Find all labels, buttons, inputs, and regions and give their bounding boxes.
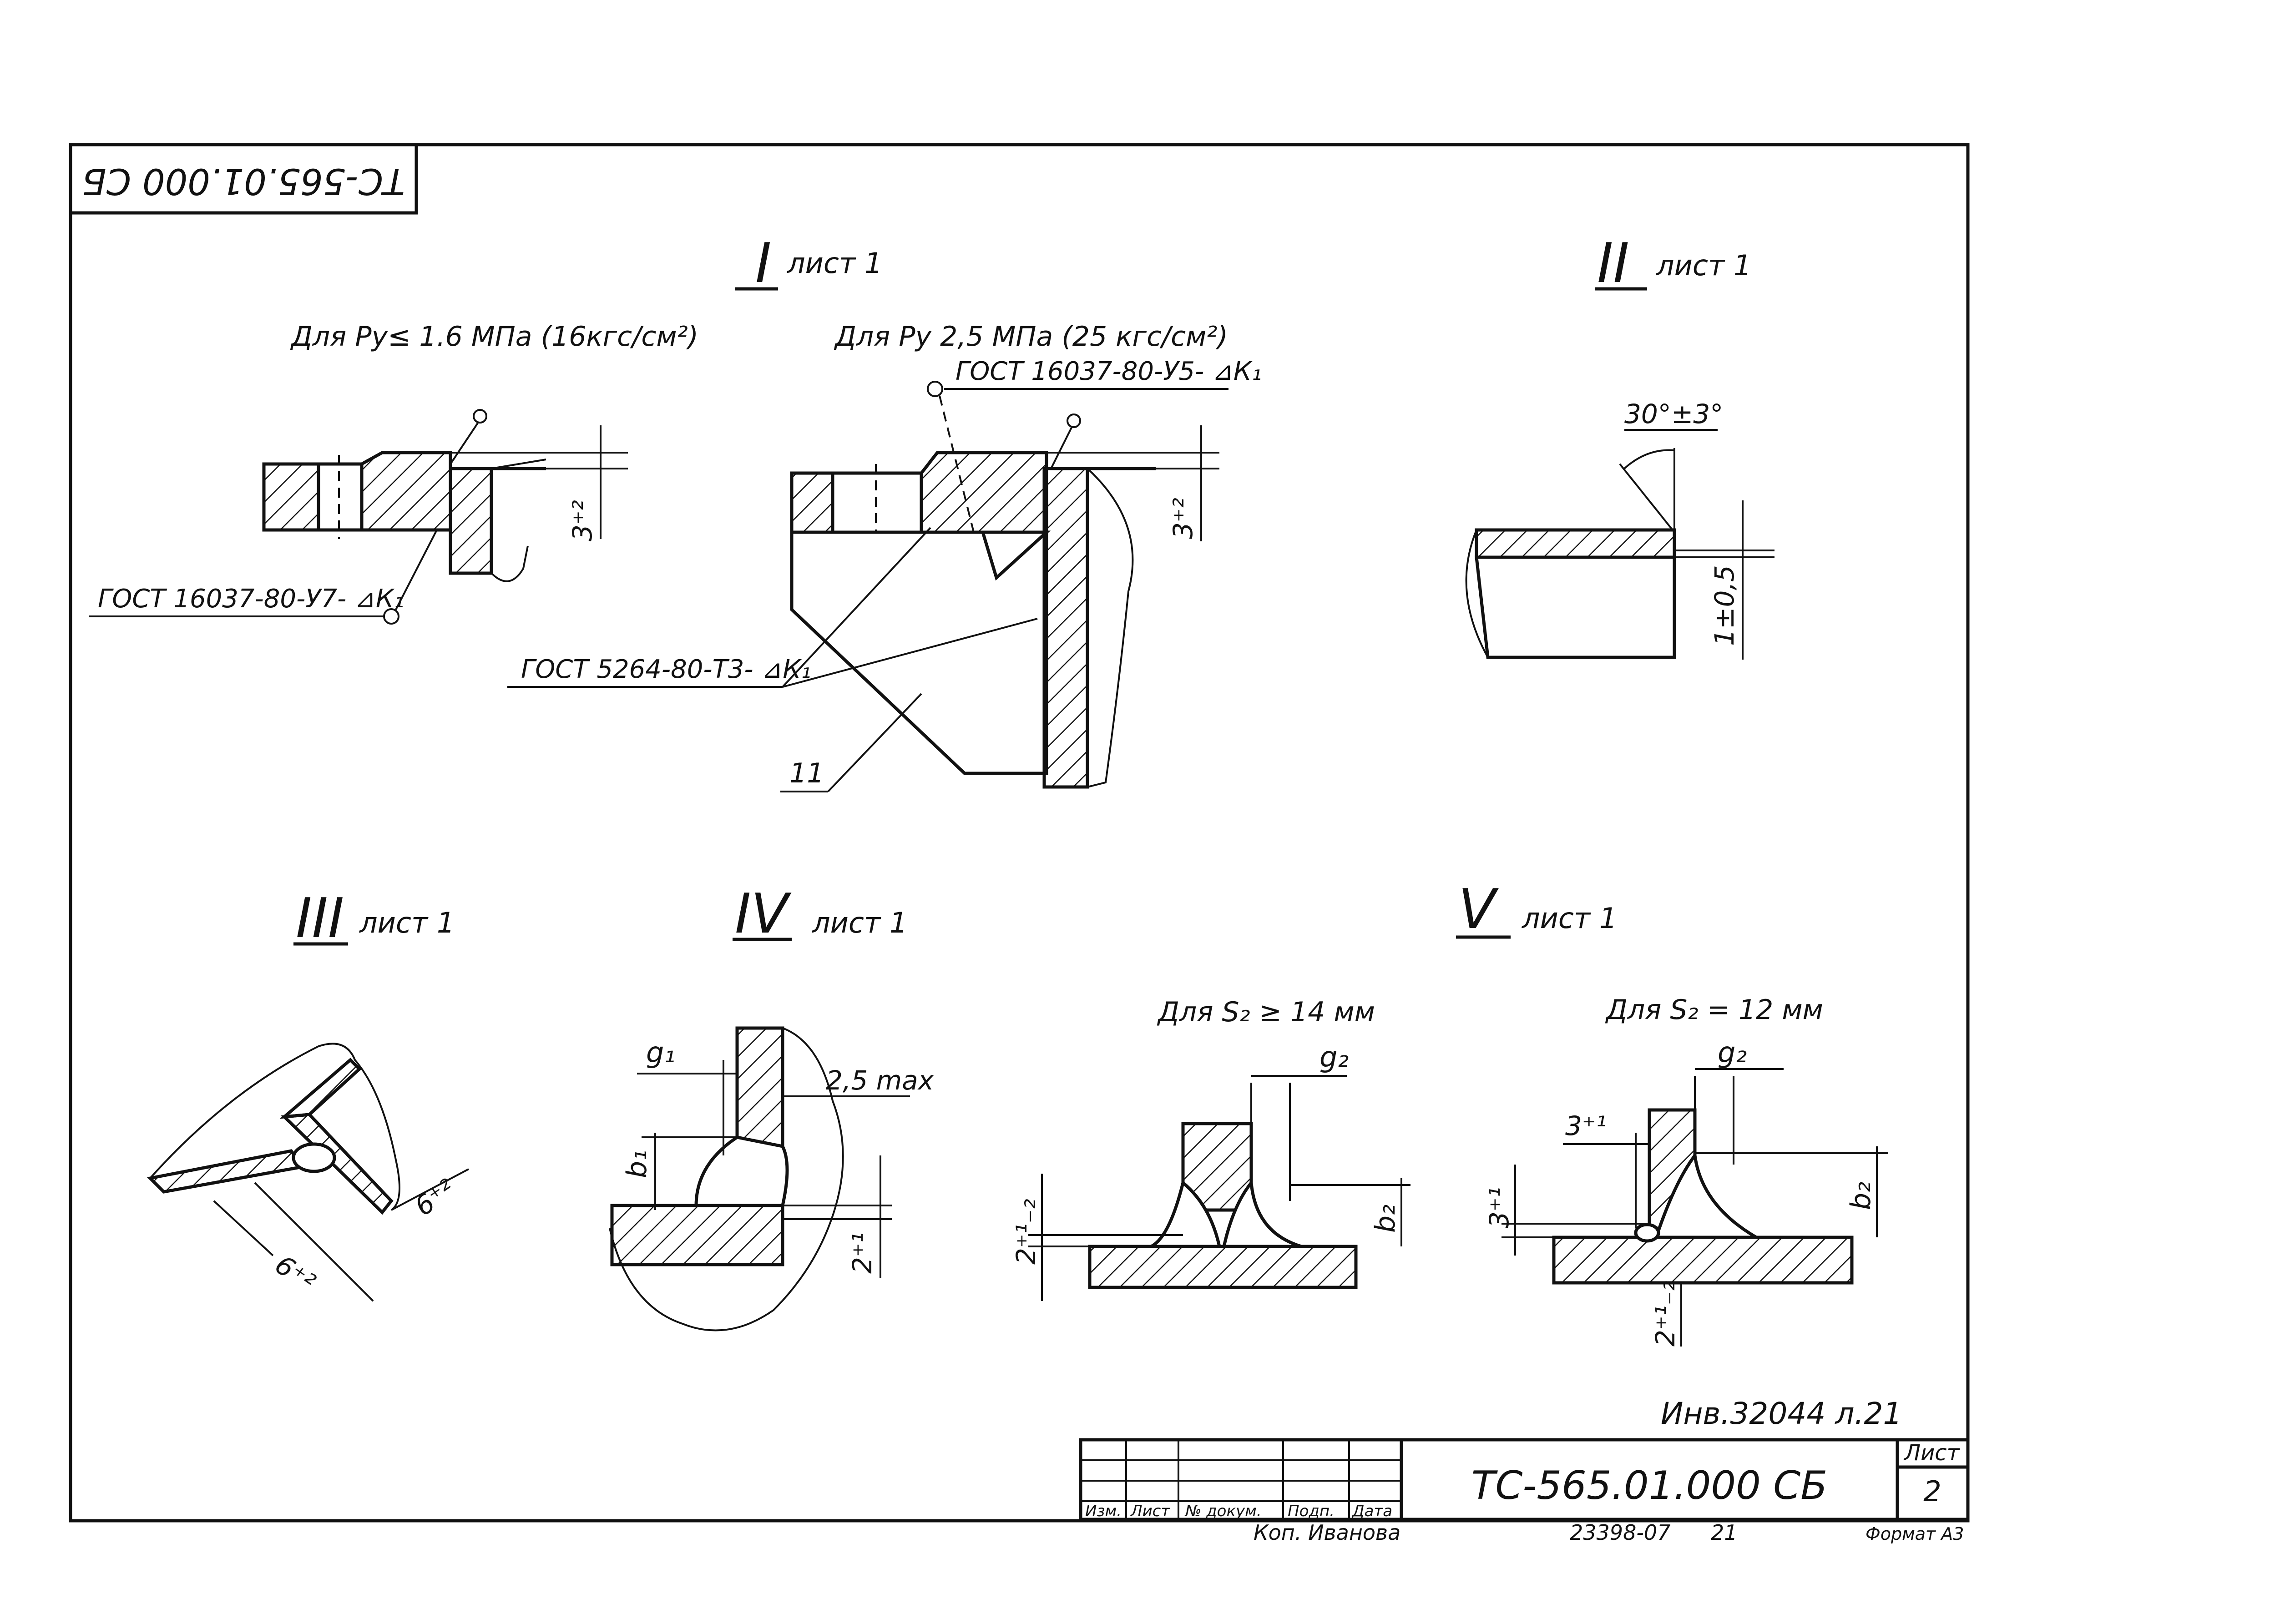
view-5-right-d31: 3⁺¹ <box>1565 1110 1607 1141</box>
view-1-sheet-ref: лист 1 <box>787 247 882 280</box>
view-3-detail: 6⁺² 6⁺² <box>147 1043 469 1302</box>
view-5-sheet-ref: лист 1 <box>1522 902 1617 935</box>
view-1-left-detail: 3⁺² ГОСТ 16037-80-У7- ⊿К₁ <box>89 409 628 625</box>
view-4-g1: g₁ <box>646 1036 675 1069</box>
view-5-left-g2: g₂ <box>1320 1040 1349 1074</box>
view-4-heading: IV лист 1 <box>733 883 907 946</box>
view-5-right-caption: Для S₂ = 12 мм <box>1605 994 1823 1026</box>
archive-note: Инв.32044 л.21 <box>1661 1396 1902 1431</box>
sheet-format: Формат А3 <box>1866 1524 1964 1544</box>
view-2-dim: 1±0,5 <box>1709 565 1740 646</box>
view-1-numeral: I <box>755 232 771 295</box>
header-doc: № докум. <box>1184 1502 1262 1520</box>
top-stamp-text: TC-565.01.000 СБ <box>82 161 405 202</box>
view-1-left-weld: ГОСТ 16037-80-У7- ⊿К₁ <box>98 584 404 614</box>
view-2-angle: 30°±3° <box>1624 398 1723 429</box>
view-1-left-dim: 3⁺² <box>567 500 598 541</box>
view-5-right-d31v: 3⁺¹ <box>1484 1187 1515 1228</box>
view-5-numeral: V <box>1458 878 1499 941</box>
header-date: Дата <box>1351 1502 1392 1520</box>
view-1-right-part-no: 11 <box>789 757 824 789</box>
view-4-numeral: IV <box>735 883 792 946</box>
header-sign: Подп. <box>1288 1502 1335 1520</box>
view-5-right-dim: 2⁺¹₋₂ <box>1650 1281 1681 1347</box>
view-5-left-b2: b₂ <box>1370 1205 1401 1233</box>
view-1-right-detail: ГОСТ 16037-80-У5- ⊿К₁ 3⁺² ГОСТ 5264-80-Т… <box>507 357 1262 792</box>
header-list: Лист <box>1130 1502 1170 1520</box>
view-4-sheet-ref: лист 1 <box>812 906 907 939</box>
view-4-dim: 2⁺¹ <box>847 1232 878 1274</box>
sheet-frame <box>69 143 1970 1523</box>
sheet-number: 2 <box>1923 1475 1941 1508</box>
header-izm: Изм. <box>1085 1502 1122 1520</box>
order-sheet: 21 <box>1711 1520 1738 1545</box>
order-number: 23398-07 <box>1570 1520 1670 1545</box>
view-5-left-caption: Для S₂ ≥ 14 мм <box>1157 996 1375 1028</box>
view-3-heading: III лист 1 <box>293 887 455 950</box>
view-3-dim-b: 6⁺² <box>269 1249 321 1298</box>
view-4-max: 2,5 max <box>826 1065 934 1096</box>
view-2-numeral: II <box>1597 232 1629 295</box>
view-1-heading: I лист 1 <box>735 232 882 295</box>
view-3-numeral: III <box>296 887 344 950</box>
sheet-label: Лист <box>1903 1440 1961 1466</box>
view-5-right-b2: b₂ <box>1845 1182 1877 1210</box>
view-5-heading: V лист 1 <box>1456 878 1617 941</box>
view-3-sheet-ref: лист 1 <box>359 906 455 939</box>
view-2-detail: 30°±3° 1±0,5 <box>1465 398 1774 660</box>
view-1-right-dim: 3⁺² <box>1168 498 1198 539</box>
copied-by: Коп. Иванова <box>1254 1520 1400 1545</box>
view-1-right-weld-top: ГОСТ 16037-80-У5- ⊿К₁ <box>956 357 1262 386</box>
view-5-right-detail: g₂ b₂ 3⁺¹ 3⁺¹ 2⁺¹₋₂ <box>1484 1036 1888 1347</box>
top-stamp: TC-565.01.000 СБ <box>69 143 418 215</box>
view-5-left-dim: 2⁺¹₋₂ <box>1011 1199 1041 1265</box>
view-4-detail: g₁ 2,5 max b₁ 2⁺¹ <box>609 1026 934 1331</box>
revision-grid: Изм. Лист № докум. Подп. Дата <box>1081 1440 1401 1520</box>
title-block: Изм. Лист № докум. Подп. Дата TC-565.01.… <box>1079 1438 1970 1521</box>
view-5-right-g2: g₂ <box>1718 1036 1747 1069</box>
view-5-left-detail: g₂ b₂ 2⁺¹₋₂ <box>1011 1040 1410 1301</box>
view-2-sheet-ref: лист 1 <box>1656 249 1751 282</box>
view-1-right-weld-mid: ГОСТ 5264-80-Т3- ⊿К₁ <box>521 655 811 684</box>
view-2-heading: II лист 1 <box>1595 232 1751 295</box>
view-4-b1: b₁ <box>621 1150 653 1178</box>
view-3-dim-a: 6⁺² <box>409 1173 460 1222</box>
view-1-left-caption: Для Pу≤ 1.6 МПа (16кгс/см²) <box>290 321 698 353</box>
view-1-right-caption: Для Pу 2,5 МПа (25 кгс/см²) <box>834 321 1228 353</box>
doc-number: TC-565.01.000 СБ <box>1471 1463 1827 1508</box>
